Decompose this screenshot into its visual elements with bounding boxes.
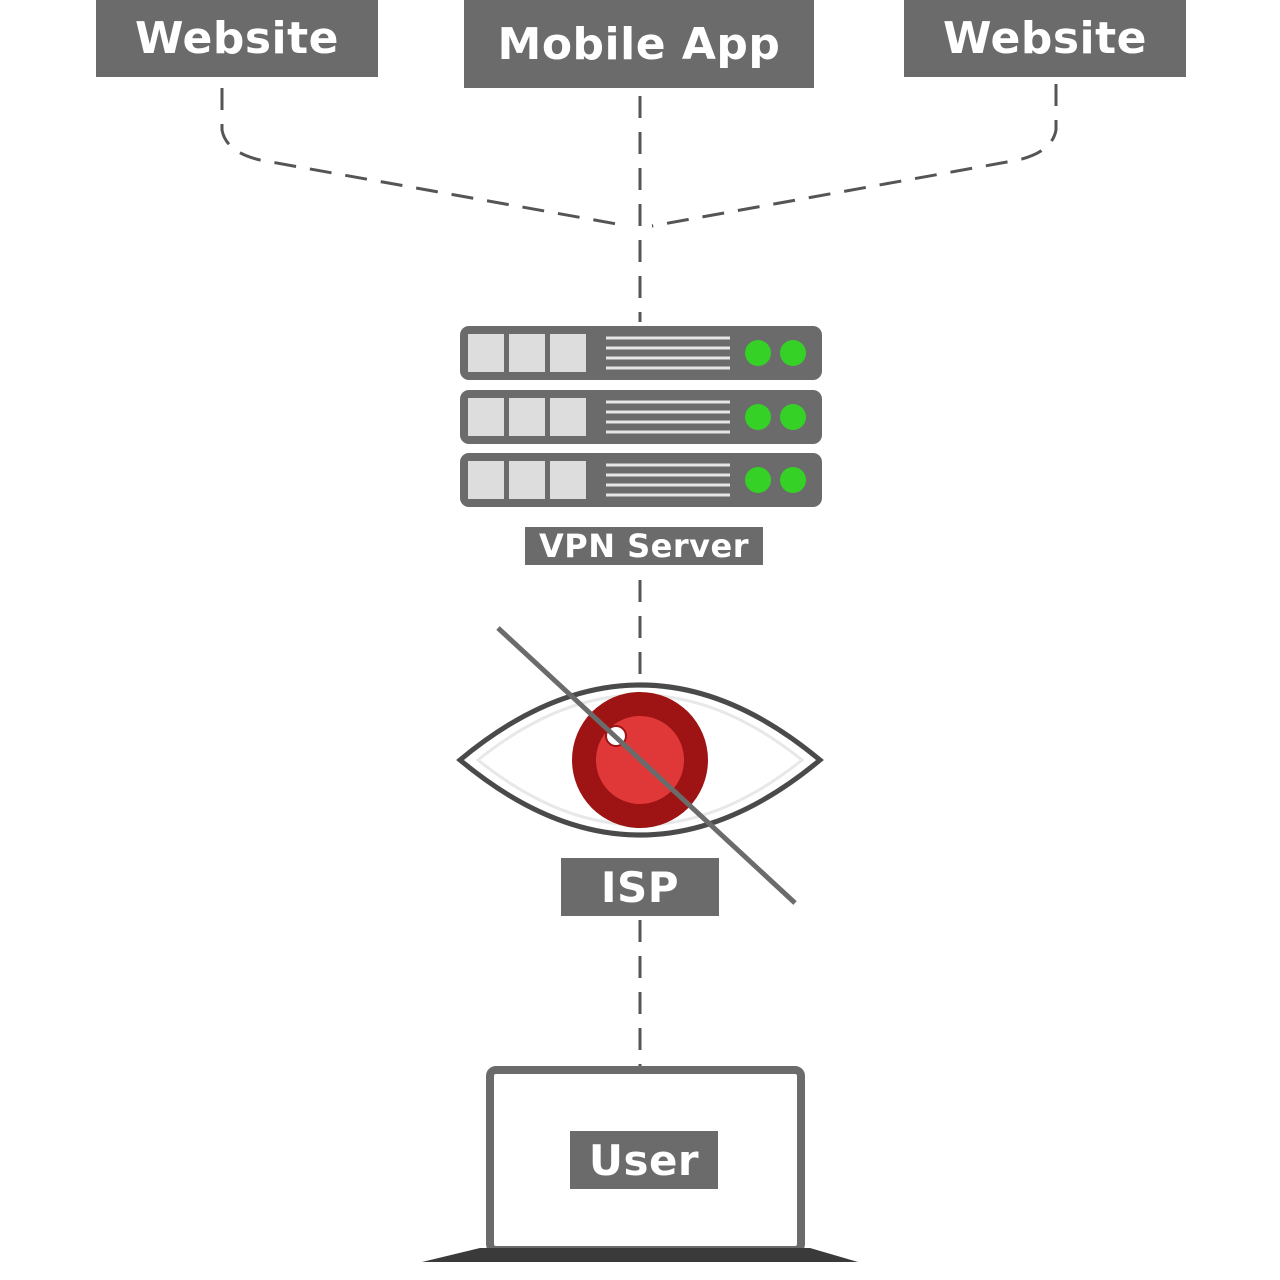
slash-line bbox=[496, 626, 797, 905]
laptop-base bbox=[422, 1248, 858, 1262]
connector-website-right bbox=[651, 84, 1058, 228]
label-bg-user bbox=[570, 1131, 718, 1189]
label-bg-mobile-app bbox=[464, 0, 814, 88]
label-bg-website-left bbox=[96, 0, 378, 77]
server-unit bbox=[460, 326, 822, 380]
node-label-mobile-app: Mobile App bbox=[497, 18, 781, 70]
node-label-user: User bbox=[588, 1135, 700, 1185]
crossed-eye-icon bbox=[456, 626, 824, 905]
connector-lines bbox=[220, 84, 1058, 1066]
label-bg-website-right bbox=[904, 0, 1186, 77]
label-backgrounds bbox=[96, 0, 1186, 1189]
server-unit bbox=[460, 390, 822, 444]
connector-website-left bbox=[220, 88, 629, 228]
label-bg-isp bbox=[561, 858, 719, 916]
server-unit bbox=[460, 453, 822, 507]
server-rack-icon bbox=[460, 326, 822, 507]
laptop-icon bbox=[422, 1066, 858, 1262]
node-label-website-left: Website bbox=[135, 13, 339, 64]
node-label-isp: ISP bbox=[600, 862, 680, 912]
label-bg-vpn-server bbox=[525, 527, 763, 565]
node-label-vpn-server: VPN Server bbox=[538, 527, 749, 565]
node-label-website-right: Website bbox=[943, 13, 1147, 64]
